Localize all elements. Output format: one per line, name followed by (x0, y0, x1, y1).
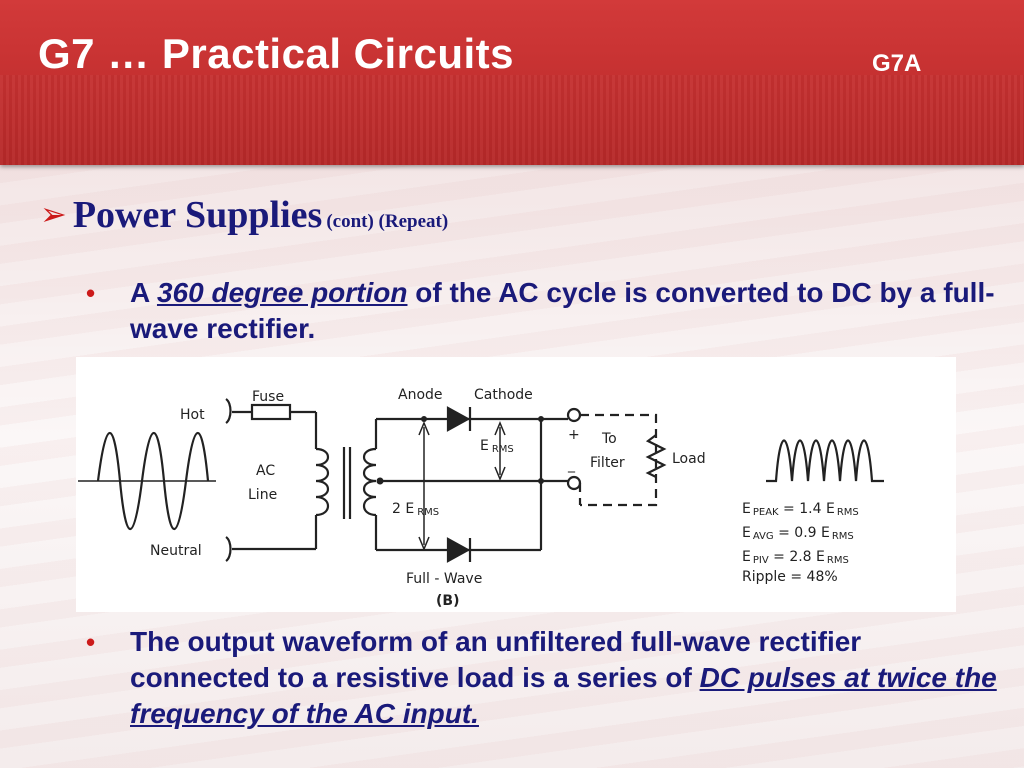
neutral-terminal (225, 536, 232, 562)
equation-ripple: Ripple = 48% (742, 569, 838, 585)
bottom-diode-body (446, 537, 471, 563)
full-wave-label: Full - Wave (406, 571, 482, 587)
bullet-dot-icon: • (86, 278, 96, 308)
rectifier-schematic: Fuse Hot AC Line Neutral Anode Cathode E… (78, 387, 884, 609)
hot-label: Hot (180, 407, 205, 423)
heading-subtext: (cont) (Repeat) (326, 211, 449, 232)
top-diode-body (446, 406, 471, 432)
bullet-1-emphasis: 360 degree portion (156, 277, 408, 308)
anode-label: Anode (398, 387, 443, 403)
bullet-item-2: • The output waveform of an unfiltered f… (86, 624, 1000, 732)
bullet-1-prefix: A (130, 277, 157, 308)
fuse-symbol (250, 403, 292, 421)
load-resistor (645, 434, 667, 478)
minus-label: _ (567, 457, 576, 473)
section-heading: ➢Power Supplies(cont) (Repeat) (40, 193, 448, 237)
load-label: Load (672, 451, 706, 467)
primary-coil (315, 447, 330, 517)
rectifier-diagram: Fuse Hot AC Line Neutral Anode Cathode E… (76, 357, 956, 612)
bullet-item-1: • A 360 degree portion of the AC cycle i… (86, 275, 1000, 347)
negative-terminal (566, 475, 582, 491)
neutral-label: Neutral (150, 543, 202, 559)
figure-id-label: (B) (436, 593, 459, 609)
input-sine-wave (96, 431, 210, 531)
output-pulse-wave (766, 439, 884, 483)
secondary-coil (362, 447, 377, 517)
positive-terminal (566, 407, 582, 423)
to-label: To (601, 431, 617, 447)
ac-label: AC (256, 463, 275, 479)
slide-header: G7 … Practical Circuits G7A (0, 0, 1024, 165)
fuse-label: Fuse (252, 389, 284, 405)
hot-terminal (225, 398, 232, 424)
filter-label: Filter (590, 455, 625, 471)
bullet-2-emphasis: DC pulses at twice the frequency of the … (130, 662, 997, 729)
bullet-dot-icon: • (86, 627, 96, 657)
line-label: Line (248, 487, 277, 503)
section-code: G7A (872, 50, 922, 77)
heading-text: Power Supplies (72, 194, 323, 236)
plus-label: + (568, 427, 580, 443)
bullet-1-suffix: of the AC cycle is converted to DC by a … (130, 277, 995, 344)
arrow-bullet-icon: ➢ (40, 196, 67, 232)
cathode-label: Cathode (474, 387, 533, 403)
bullet-2-prefix: The output waveform of an unfiltered ful… (130, 626, 862, 693)
slide-title: G7 … Practical Circuits (38, 30, 515, 77)
